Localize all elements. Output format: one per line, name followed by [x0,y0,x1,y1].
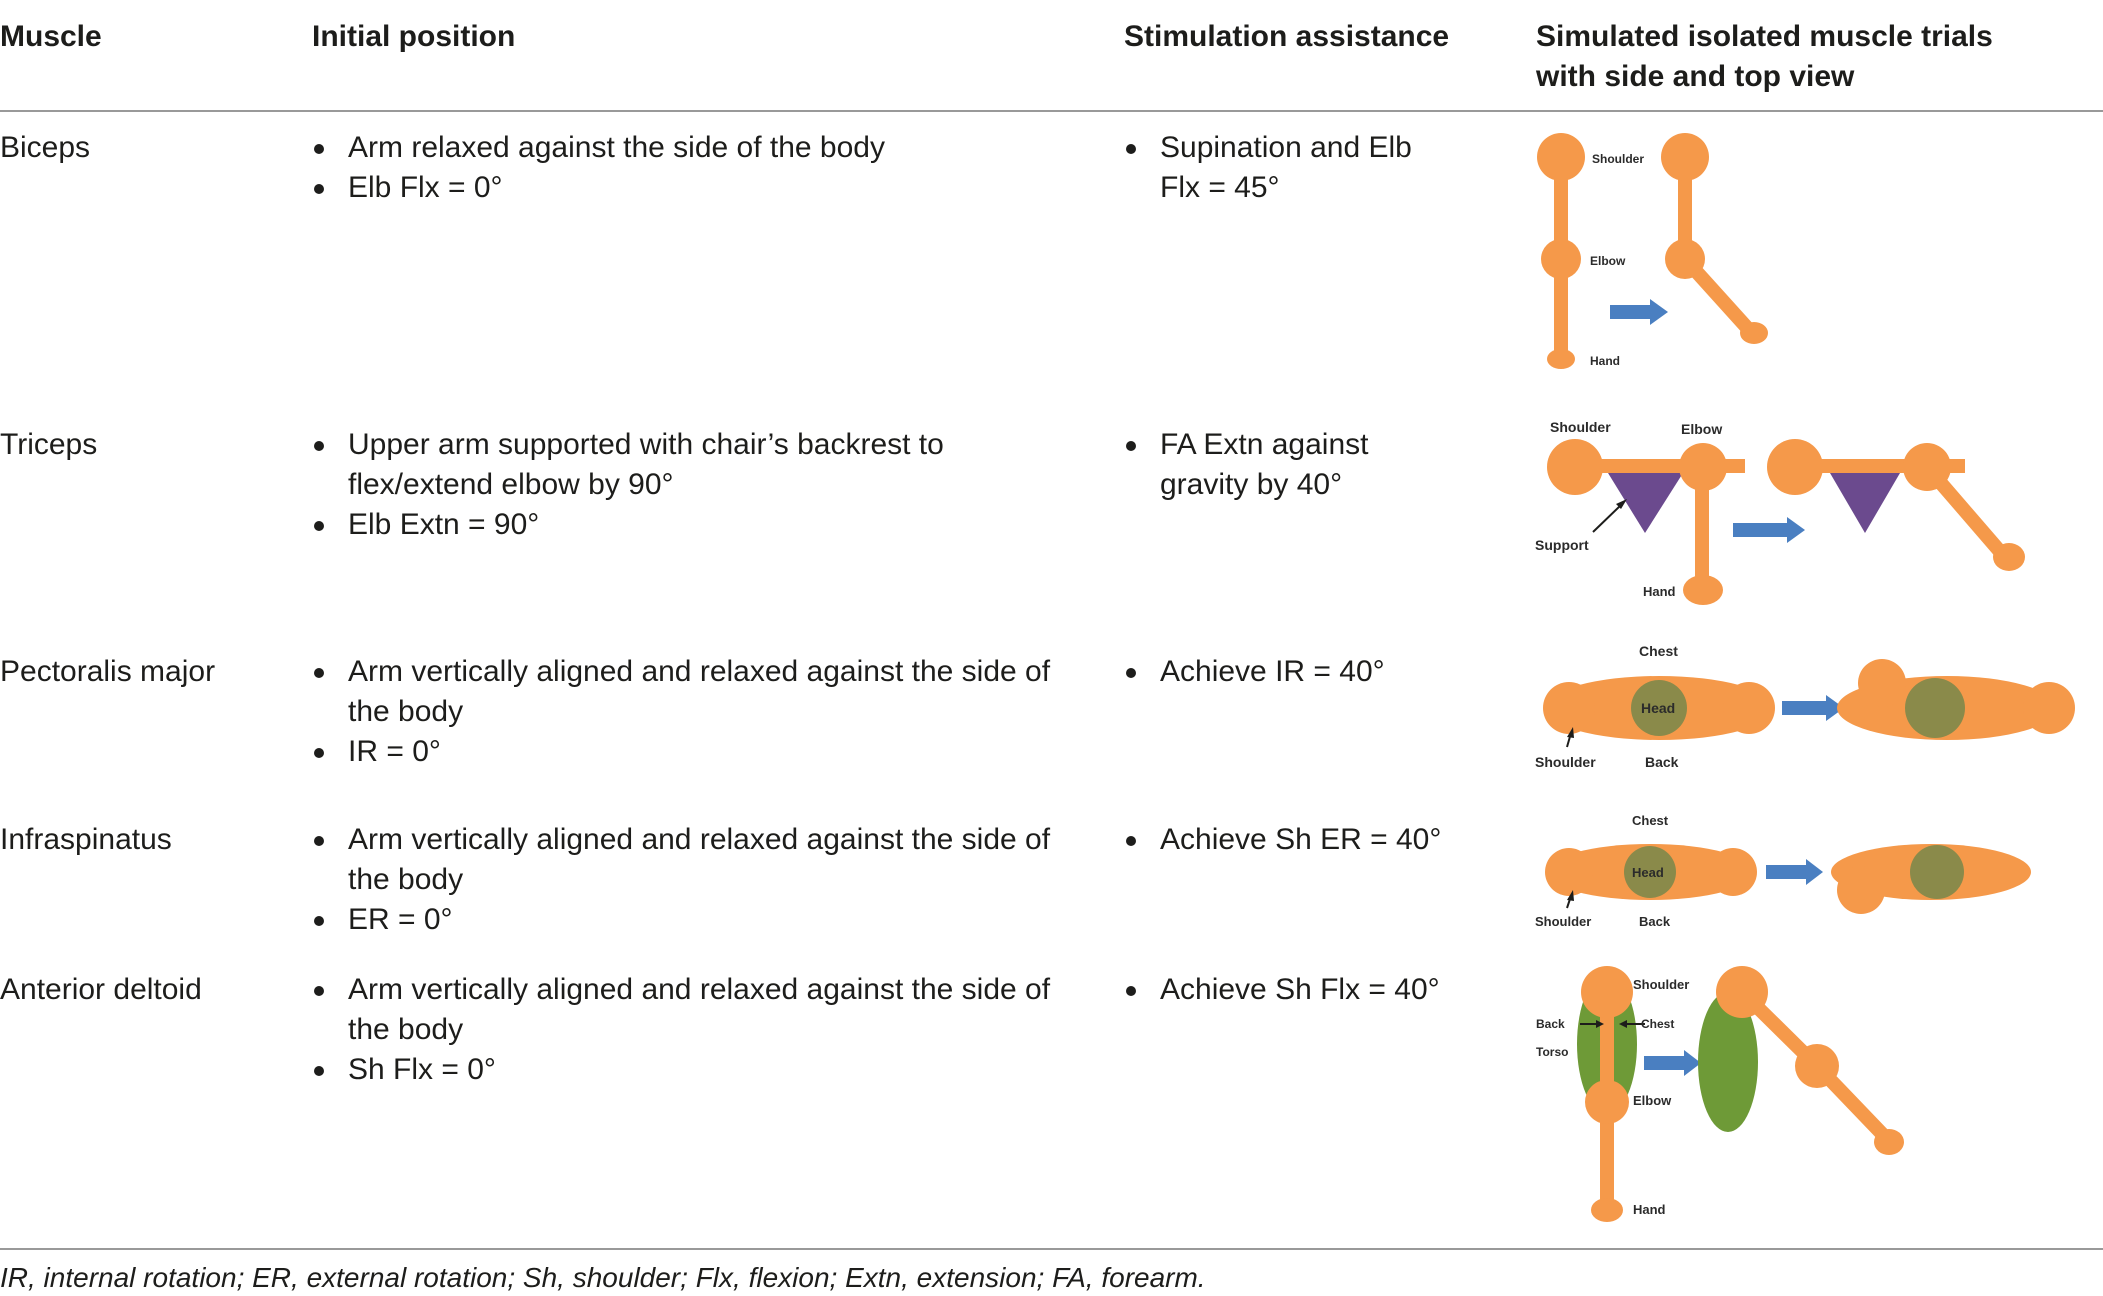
infraspinatus-top-view-rotated [1831,844,2031,914]
list-item: Arm vertically aligned and relaxed again… [312,970,1092,1050]
row-infraspinatus-muscle: Infraspinatus [0,823,172,856]
label-head: Head [1641,700,1675,716]
label-back: Back [1536,1017,1565,1031]
biceps-arm-flexed [1661,133,1768,344]
pectoralis-arrow-icon [1782,695,1844,721]
infraspinatus-figure: Chest Head Shoulder Back [1535,813,2031,929]
row-anterior-deltoid-muscle: Anterior deltoid [0,973,202,1006]
label-shoulder: Shoulder [1592,152,1644,166]
infraspinatus-arrow-icon [1766,859,1823,885]
triceps-arm-extended [1767,439,2025,571]
row-anterior-deltoid-stimulation: Achieve Sh Flx = 40° [1124,970,1464,1010]
list-item: Elb Extn = 90° [312,505,1092,545]
infraspinatus-top-view-initial [1545,844,1757,900]
label-chest: Chest [1639,643,1678,659]
label-chest: Chest [1632,813,1669,828]
biceps-arrow-icon [1610,299,1668,325]
list-item: IR = 0° [312,732,1092,772]
label-back: Back [1639,914,1671,929]
label-elbow: Elbow [1590,254,1626,268]
deltoid-side-view-flexed [1698,966,1904,1155]
list-item: Arm vertically aligned and relaxed again… [312,652,1092,732]
label-hand: Hand [1590,354,1620,368]
list-item: Achieve Sh Flx = 40° [1124,970,1464,1010]
list-item: Arm relaxed against the side of the body [312,128,1092,168]
header-initial-position: Initial position [312,20,516,53]
row-pectoralis-stimulation: Achieve IR = 40° [1124,652,1464,692]
deltoid-side-view-initial [1577,966,1637,1222]
label-back: Back [1645,754,1679,770]
list-item: Achieve Sh ER = 40° [1124,820,1464,860]
label-support: Support [1535,537,1589,553]
label-shoulder: Shoulder [1550,419,1611,435]
deltoid-arrow-icon [1644,1050,1701,1076]
biceps-arm-initial [1537,133,1585,369]
table-footnote: IR, internal rotation; ER, external rota… [0,1262,1206,1293]
row-triceps-initial: Upper arm supported with chair’s backres… [312,425,1092,545]
support-pointer-icon [1592,499,1627,533]
list-item: Achieve IR = 40° [1124,652,1464,692]
list-item: FA Extn against gravity by 40° [1124,425,1464,505]
label-hand: Hand [1633,1202,1666,1217]
label-shoulder: Shoulder [1535,754,1596,770]
bottom-rule [0,1248,2103,1250]
pectoralis-top-view-initial [1543,676,1775,740]
row-biceps-stimulation: Supination and Elb Flx = 45° [1124,128,1454,208]
list-item: ER = 0° [312,900,1092,940]
triceps-figure: Shoulder Elbow Support Hand [1535,419,2025,605]
list-item: Sh Flx = 0° [312,1050,1092,1090]
header-stimulation-assistance: Stimulation assistance [1124,20,1450,53]
anterior-deltoid-figure: Shoulder Back Chest Torso Elbow Hand [1536,966,1904,1222]
header-rule [0,110,2103,112]
label-chest: Chest [1641,1017,1674,1031]
list-item: Elb Flx = 0° [312,168,1092,208]
label-torso: Torso [1536,1045,1568,1059]
row-anterior-deltoid-initial: Arm vertically aligned and relaxed again… [312,970,1092,1090]
label-shoulder: Shoulder [1633,977,1689,992]
list-item: Upper arm supported with chair’s backres… [312,425,1092,505]
row-biceps-muscle: Biceps [0,131,91,164]
label-shoulder: Shoulder [1535,914,1591,929]
row-pectoralis-muscle: Pectoralis major [0,655,216,688]
row-biceps-initial: Arm relaxed against the side of the body… [312,128,1092,208]
label-head: Head [1632,865,1664,880]
list-item: Supination and Elb Flx = 45° [1124,128,1454,208]
row-pectoralis-initial: Arm vertically aligned and relaxed again… [312,652,1092,772]
label-hand: Hand [1643,584,1676,599]
row-triceps-stimulation: FA Extn against gravity by 40° [1124,425,1464,505]
pectoralis-figure: Chest Head Shoulder Back [1535,643,2075,770]
label-elbow: Elbow [1633,1093,1672,1108]
biceps-figure: Shoulder Elbow Hand [1537,133,1768,369]
row-infraspinatus-stimulation: Achieve Sh ER = 40° [1124,820,1464,860]
triceps-arm-initial [1547,439,1745,605]
row-infraspinatus-initial: Arm vertically aligned and relaxed again… [312,820,1092,940]
header-muscle: Muscle [0,20,102,53]
label-elbow: Elbow [1681,421,1722,437]
row-triceps-muscle: Triceps [0,428,98,461]
deltoid-pointer-icons [1580,1020,1645,1028]
header-simulated-trials: Simulated isolated muscle trials with si… [1536,20,1993,93]
list-item: Arm vertically aligned and relaxed again… [312,820,1092,900]
shoulder-pointer-icon [1566,727,1574,748]
shoulder-pointer-icon [1566,890,1574,909]
pectoralis-top-view-rotated [1837,659,2075,740]
triceps-arrow-icon [1733,517,1805,543]
